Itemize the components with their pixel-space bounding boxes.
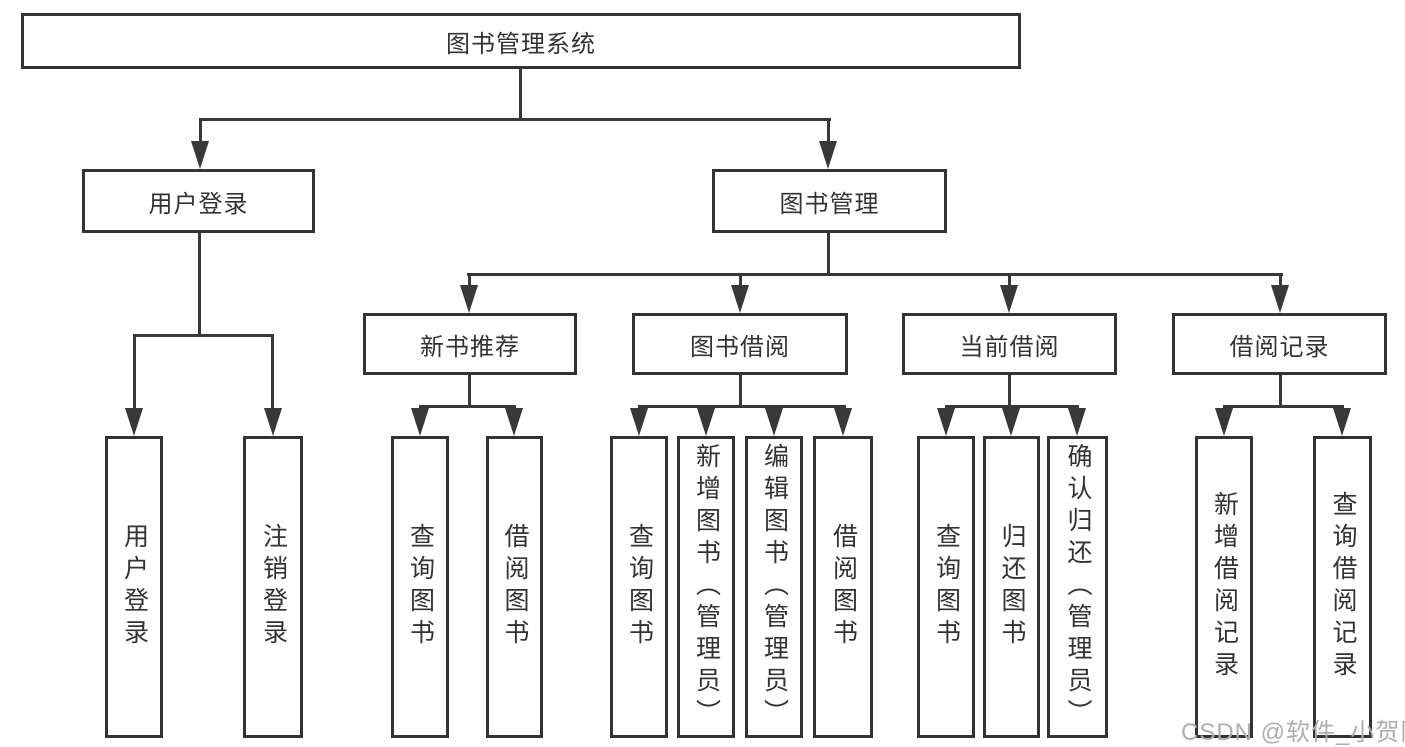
arrowhead-query-book-borrow	[630, 408, 648, 436]
arrowhead-borrow-book-recommend	[505, 408, 523, 436]
node-user-login: 用户登录	[82, 169, 315, 233]
leaf-add-borrow-record: 新增借阅记录	[1195, 436, 1253, 738]
connector-root-stem	[519, 69, 522, 121]
arrowhead-query-borrow-record	[1333, 408, 1351, 436]
node-book-management: 图书管理	[712, 169, 947, 233]
leaf-return-book: 归还图书	[983, 436, 1040, 738]
leaf-logout: 注销登录	[243, 436, 303, 738]
leaf-borrow-book-recommend: 借阅图书	[486, 436, 543, 738]
node-book-borrow: 图书借阅	[632, 313, 848, 375]
arrowhead-add-borrow-record	[1215, 408, 1233, 436]
arrowhead-borrow-records	[1271, 285, 1289, 313]
connector-newrec-stem	[468, 375, 471, 407]
arrowhead-add-book-admin	[697, 408, 715, 436]
leaf-user-login: 用户登录	[105, 436, 163, 738]
connector-userlogin-stem	[198, 233, 201, 337]
connector-userlogin-drop-right	[271, 336, 274, 410]
connector-bookborrow-hline	[638, 405, 846, 408]
connector-newrec-hline	[419, 405, 516, 408]
connector-root-hline	[199, 118, 831, 121]
leaf-query-book-borrow: 查询图书	[610, 436, 668, 738]
leaf-confirm-return-admin: 确认归还（管理员）	[1047, 436, 1108, 738]
arrowhead-borrow-book-borrow	[834, 408, 852, 436]
arrowhead-leaf-logout	[264, 408, 282, 436]
leaf-edit-book-admin: 编辑图书（管理员）	[745, 436, 803, 738]
arrowhead-confirm-return-admin	[1068, 408, 1086, 436]
arrowhead-user-login	[191, 141, 209, 169]
node-root: 图书管理系统	[21, 13, 1021, 69]
arrowhead-book-borrow	[731, 285, 749, 313]
connector-bookmgmt-drop-3	[1008, 275, 1011, 287]
arrowhead-query-book-recommend	[411, 408, 429, 436]
arrowhead-return-book	[1002, 408, 1020, 436]
arrowhead-query-book-current	[937, 408, 955, 436]
arrowhead-leaf-user-login	[125, 408, 143, 436]
connector-current-hline	[945, 405, 1079, 408]
connector-bookmgmt-hline	[467, 273, 1283, 276]
connector-bookmgmt-drop-4	[1279, 275, 1282, 287]
connector-userlogin-hline	[133, 334, 274, 337]
node-current-borrow: 当前借阅	[902, 313, 1117, 375]
arrowhead-edit-book-admin	[765, 408, 783, 436]
leaf-borrow-book-borrow: 借阅图书	[813, 436, 873, 738]
leaf-query-book-recommend: 查询图书	[391, 436, 449, 738]
watermark-text: CSDN @软件_小贺同学	[1181, 719, 1405, 746]
connector-root-drop-left	[199, 120, 202, 142]
connector-current-stem	[1008, 375, 1011, 407]
connector-records-hline	[1223, 405, 1344, 408]
connector-bookmgmt-stem	[827, 233, 830, 275]
leaf-query-book-current: 查询图书	[917, 436, 975, 738]
arrowhead-current-borrow	[1000, 285, 1018, 313]
node-new-book-recommend: 新书推荐	[363, 313, 577, 375]
arrowhead-book-management	[819, 141, 837, 169]
leaf-add-book-admin: 新增图书（管理员）	[677, 436, 735, 738]
connector-root-drop-right	[827, 120, 830, 142]
connector-userlogin-drop-left	[133, 336, 136, 410]
leaf-query-borrow-record: 查询借阅记录	[1313, 436, 1372, 738]
node-borrow-records: 借阅记录	[1172, 313, 1387, 375]
connector-bookborrow-stem	[739, 375, 742, 407]
arrowhead-new-book-recommend	[460, 285, 478, 313]
connector-bookmgmt-drop-2	[739, 275, 742, 287]
connector-records-stem	[1279, 375, 1282, 407]
connector-bookmgmt-drop-1	[468, 275, 471, 287]
